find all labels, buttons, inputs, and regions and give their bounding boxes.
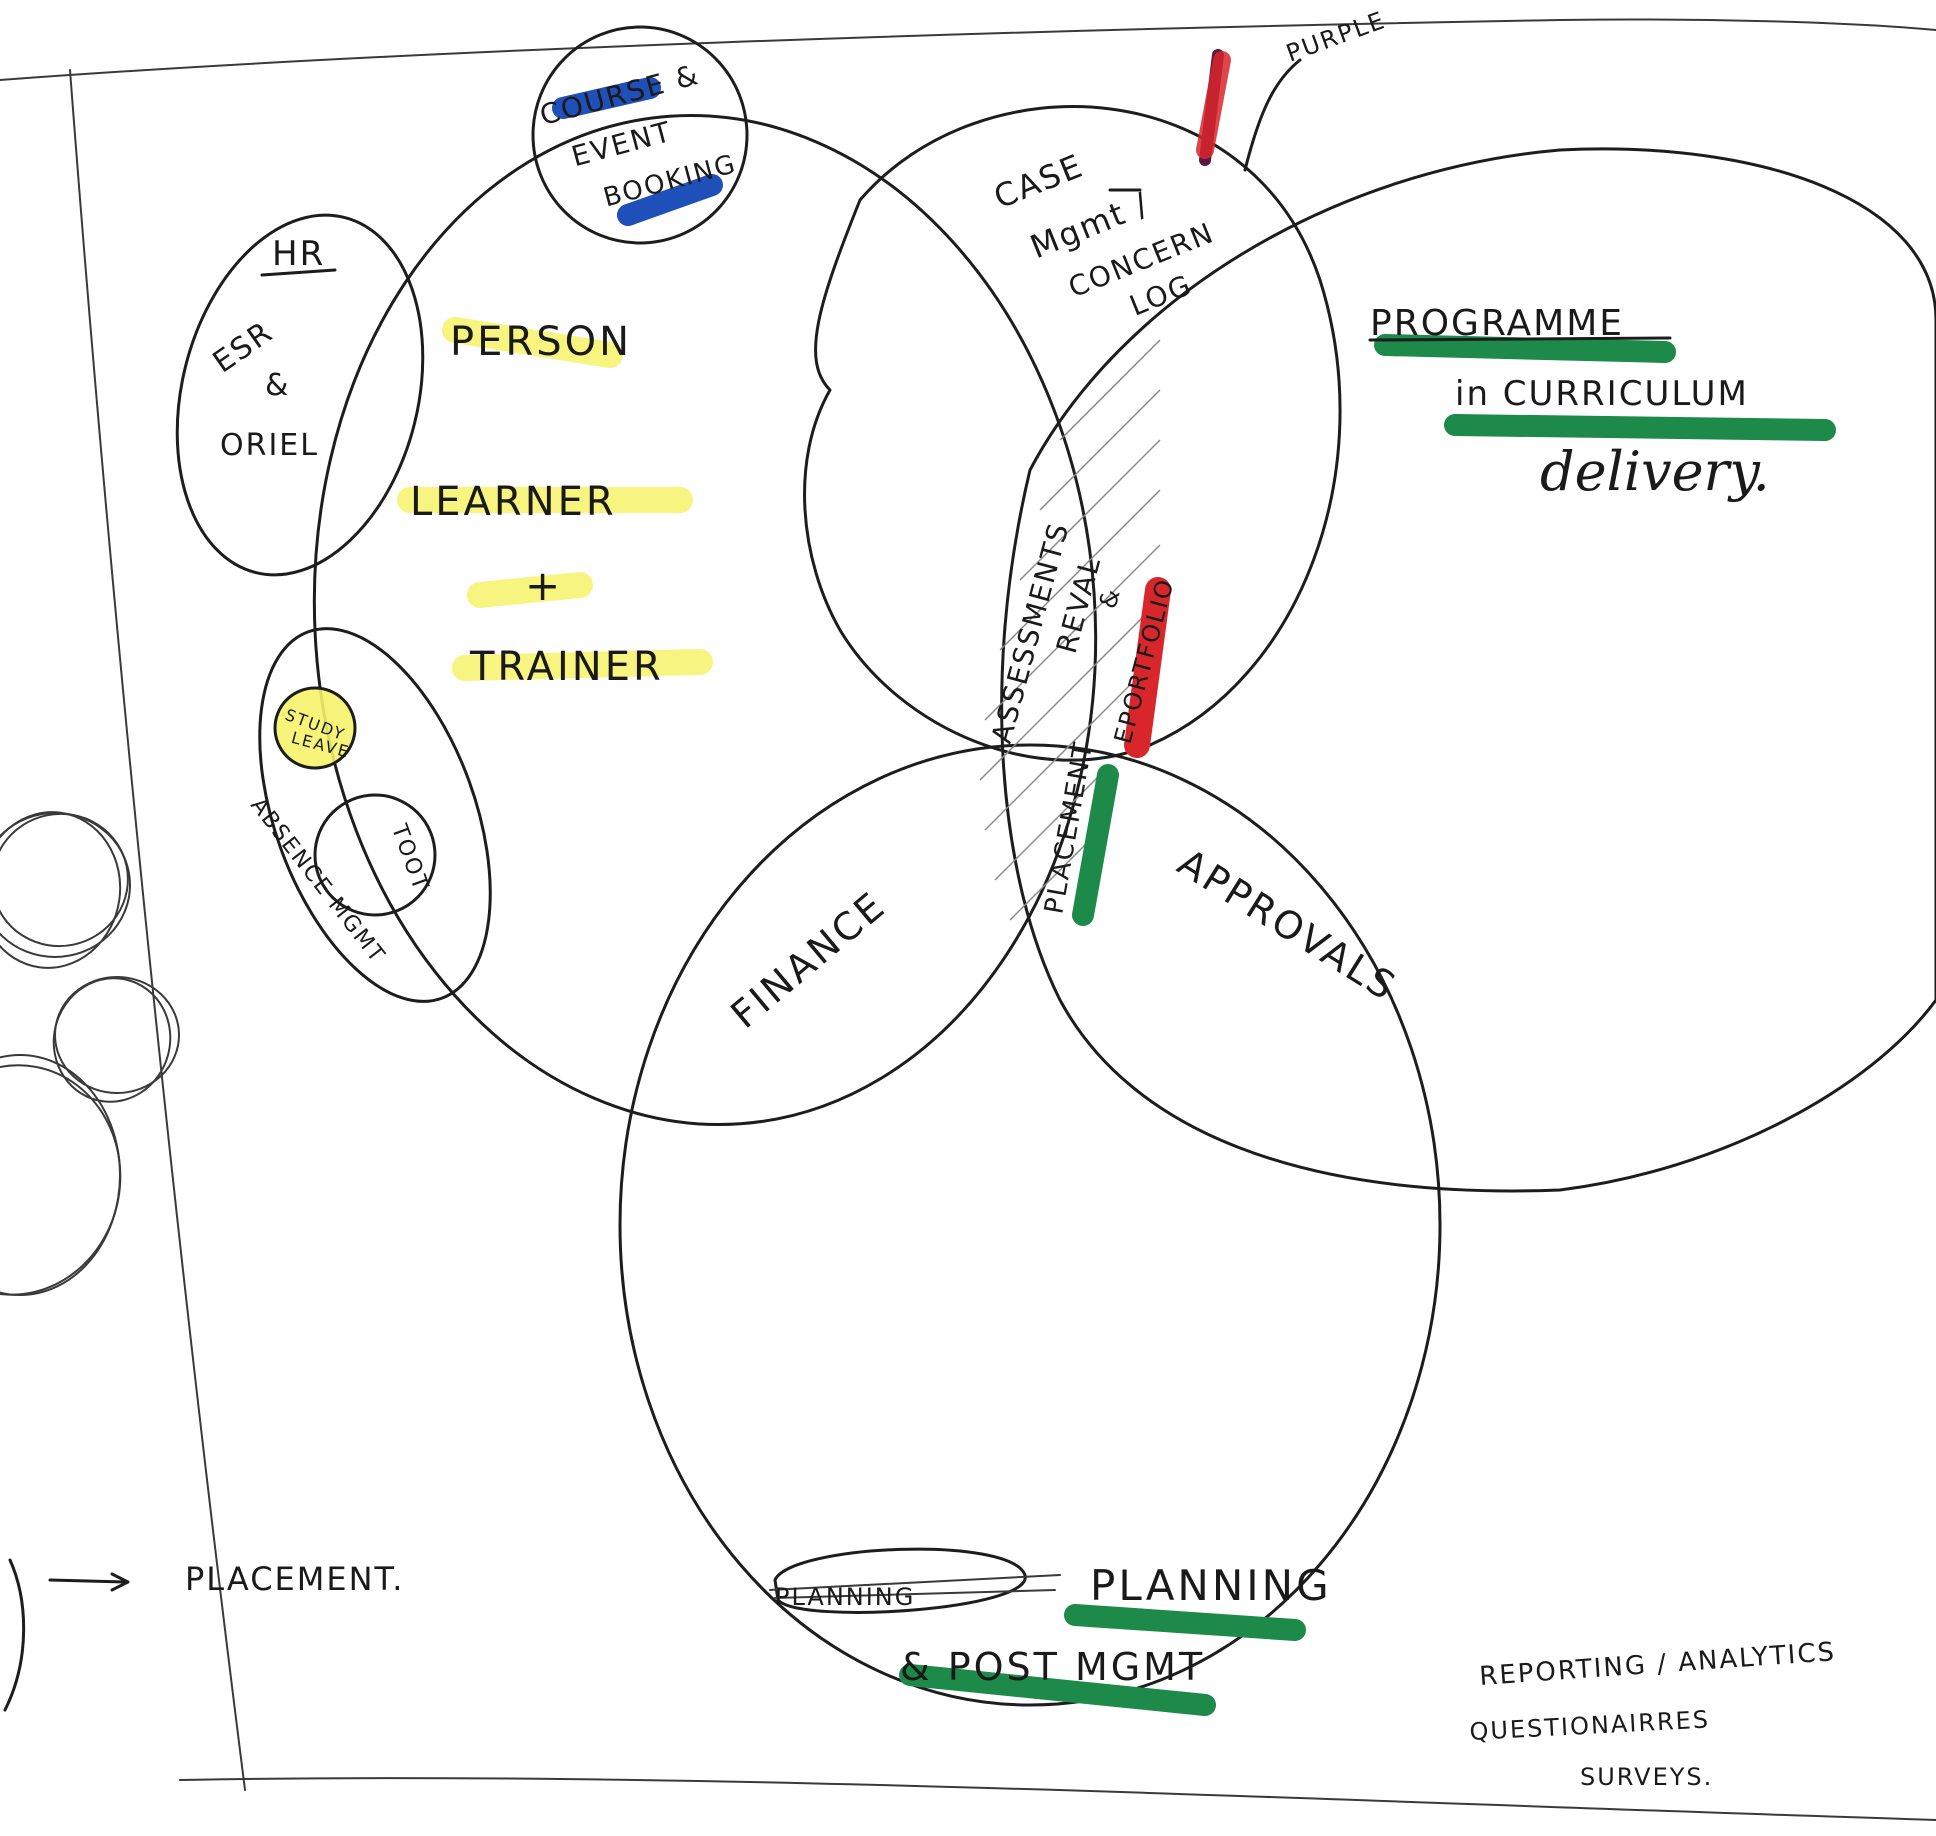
esr-label-line3: ORIEL [220,428,319,463]
central-intersection-hatching [979,339,1161,921]
trainer-label: TRAINER [469,644,664,690]
approvals-circle [618,743,1442,1707]
labels: COURSE & EVENT BOOKING PURPLE CASE Mgmt … [185,6,1837,1791]
highlights [397,49,1836,1716]
learner-label: LEARNER [410,479,617,525]
person-label: PERSON [450,319,632,365]
connectors [48,58,1302,1599]
planning-label: PLANNING [1090,1561,1332,1610]
case-mgmt-circle [803,105,1342,762]
amp-label: & [1094,584,1126,611]
toot-label: TOOT [386,820,434,895]
approvals-label: APPROVALS [1170,840,1405,1009]
hr-label: HR [272,234,325,274]
course-booking-label: COURSE & EVENT BOOKING [536,58,740,214]
post-mgmt-label: & POST MGMT [900,1645,1205,1689]
hr-underline [260,268,337,277]
toot-circle [313,793,437,917]
reporting-label-line1: REPORTING / ANALYTICS [1478,1637,1837,1692]
absence-mgmt-circle [258,627,492,1003]
esr-label-line2: & [265,368,290,403]
reporting-label-line2: QUESTIONAIRRES [1469,1705,1711,1746]
hr-circle [175,213,425,577]
course-booking-circle [531,25,749,245]
board-frame [0,18,1936,1821]
programme-circle [1000,147,1936,1193]
placement-left-label: PLACEMENT. [185,1560,404,1598]
absence-mgmt-label: ABSENCE MGMT [245,793,390,968]
margin-scribble-circles [0,811,180,1712]
study-leave-circle [273,686,357,770]
programme-label-line2: in CURRICULUM [1455,374,1749,414]
planning-crossed-label: PLANNING [775,1583,915,1611]
course-label-line1: COURSE & [536,58,703,132]
person-circle [312,113,1098,1127]
reporting-label-line3: SURVEYS. [1580,1763,1713,1791]
programme-label-line3: delivery. [1540,440,1770,503]
case-label-line1: CASE [989,146,1089,216]
venn-circles [175,25,1936,1707]
plus-label: + [525,561,563,610]
finance-label: FINANCE [723,883,895,1037]
programme-underline [1368,336,1672,342]
planning-crossed-oval [773,1547,1027,1614]
purple-label: PURPLE [1282,6,1389,68]
